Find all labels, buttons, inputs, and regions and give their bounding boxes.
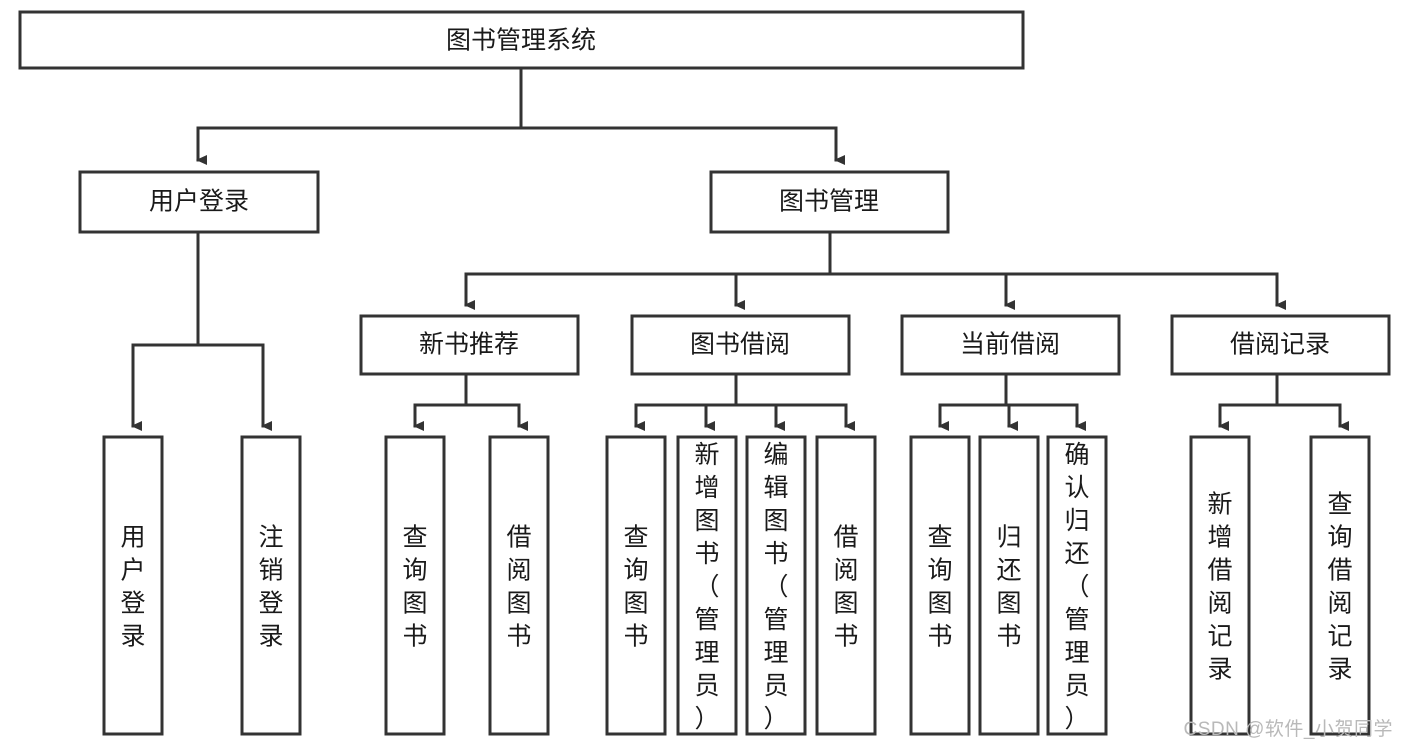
leaf-query-book-3[interactable]: 查询图书 (909, 435, 971, 736)
node-current-borrow[interactable]: 当前借阅 (900, 314, 1121, 376)
node-user-login[interactable]: 用户登录 (78, 170, 320, 234)
node-current-borrow-label: 当前借阅 (960, 331, 1060, 359)
node-current-borrow-box[interactable] (900, 314, 1121, 376)
leaf-query-book-3-label: 查询图书 (927, 524, 952, 651)
leaf-query-book-1-box[interactable] (384, 435, 446, 736)
leaf-query-book-2[interactable]: 查询图书 (605, 435, 667, 736)
node-root-box[interactable] (18, 10, 1025, 70)
leaf-return-book-box[interactable] (978, 435, 1040, 736)
leaf-user-login-label: 用户登录 (120, 524, 145, 651)
node-book-borrow-label: 图书借阅 (690, 331, 790, 359)
leaf-add-book-label: 新增图书（管理员） (694, 441, 719, 733)
edge-group-root (196, 66, 845, 165)
leaf-query-record-label: 查询借阅记录 (1327, 491, 1352, 684)
leaf-query-book-1[interactable]: 查询图书 (384, 435, 446, 736)
leaf-edit-book[interactable]: 编辑图书（管理员） (745, 435, 807, 736)
node-user-login-box[interactable] (78, 170, 320, 234)
leaf-user-login-box[interactable] (102, 435, 164, 736)
node-borrow-record-box[interactable] (1170, 314, 1391, 376)
leaf-add-book[interactable]: 新增图书（管理员） (676, 435, 738, 736)
leaf-query-book-1-label: 查询图书 (402, 524, 427, 651)
node-book-manage-label: 图书管理 (779, 188, 879, 216)
leaf-query-book-2-label: 查询图书 (623, 524, 648, 651)
leaf-edit-book-box[interactable] (745, 435, 807, 736)
node-book-manage[interactable]: 图书管理 (709, 170, 950, 234)
leaf-query-record-box[interactable] (1309, 435, 1371, 736)
leaf-confirm-return[interactable]: 确认归还（管理员） (1046, 435, 1108, 736)
leaf-return-book[interactable]: 归还图书 (978, 435, 1040, 736)
edge-group-borrow-record (1218, 372, 1349, 431)
leaf-borrow-book-1-label: 借阅图书 (506, 524, 531, 651)
node-book-manage-box[interactable] (709, 170, 950, 234)
leaf-borrow-book-2-box[interactable] (815, 435, 877, 736)
node-book-borrow-box[interactable] (630, 314, 851, 376)
leaf-add-record[interactable]: 新增借阅记录 (1189, 435, 1251, 736)
leaf-return-book-label: 归还图书 (996, 524, 1021, 651)
leaf-borrow-book-1[interactable]: 借阅图书 (488, 435, 550, 736)
node-borrow-record[interactable]: 借阅记录 (1170, 314, 1391, 376)
leaf-confirm-return-label: 确认归还（管理员） (1064, 441, 1089, 733)
csdn-watermark: CSDN @软件_小贺同学 (1183, 719, 1393, 740)
leaf-edit-book-label: 编辑图书（管理员） (763, 441, 788, 733)
node-new-book-recommend-box[interactable] (359, 314, 580, 376)
edge-group-book-borrow (634, 372, 855, 431)
node-new-book-recommend[interactable]: 新书推荐 (359, 314, 580, 376)
leaf-query-book-3-box[interactable] (909, 435, 971, 736)
leaf-user-logout[interactable]: 注销登录 (240, 435, 302, 736)
leaf-query-record[interactable]: 查询借阅记录 (1309, 435, 1371, 736)
node-new-book-recommend-label: 新书推荐 (419, 331, 519, 359)
leaf-add-record-box[interactable] (1189, 435, 1251, 736)
leaf-confirm-return-box[interactable] (1046, 435, 1108, 736)
node-root-label: 图书管理系统 (446, 27, 596, 55)
leaf-add-book-box[interactable] (676, 435, 738, 736)
leaf-user-logout-box[interactable] (240, 435, 302, 736)
leaf-query-book-2-box[interactable] (605, 435, 667, 736)
node-root[interactable]: 图书管理系统 (18, 10, 1025, 70)
leaf-user-logout-label: 注销登录 (258, 524, 283, 651)
leaf-borrow-book-2[interactable]: 借阅图书 (815, 435, 877, 736)
leaf-user-login[interactable]: 用户登录 (102, 435, 164, 736)
node-user-login-label: 用户登录 (149, 188, 249, 216)
edge-group-current-borrow (938, 372, 1086, 431)
leaf-borrow-book-1-box[interactable] (488, 435, 550, 736)
leaf-borrow-book-2-label: 借阅图书 (833, 524, 858, 651)
node-book-borrow[interactable]: 图书借阅 (630, 314, 851, 376)
edge-group-book-manage (464, 230, 1286, 310)
node-borrow-record-label: 借阅记录 (1230, 331, 1330, 359)
edge-group-user-login (131, 230, 272, 431)
leaf-add-record-label: 新增借阅记录 (1207, 491, 1232, 684)
edge-group-new-book-recommend (413, 372, 528, 431)
